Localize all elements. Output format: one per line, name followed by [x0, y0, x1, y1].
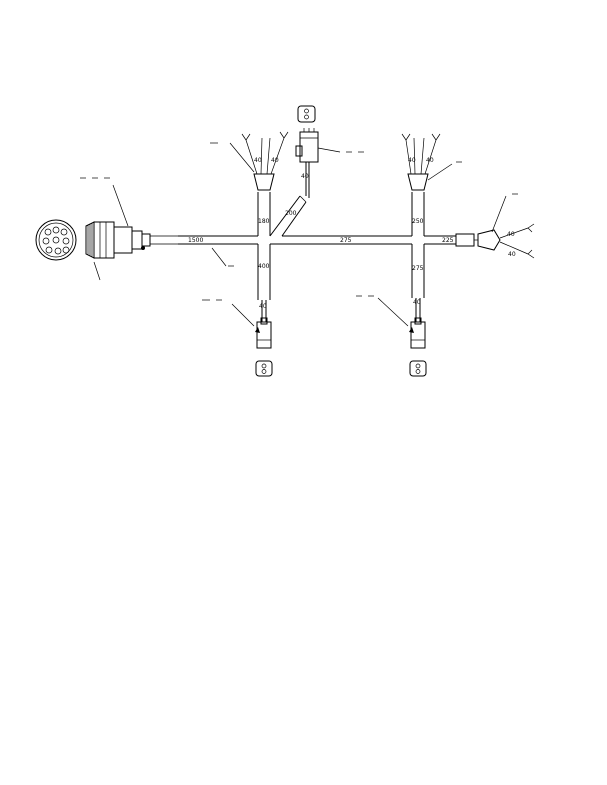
branch-connector	[295, 128, 364, 198]
connector-pins	[42, 226, 70, 255]
lower-connector-junction-1	[202, 299, 272, 349]
splice-boot-junction-1	[210, 131, 289, 191]
connector-grip-ribs	[87, 223, 93, 257]
j2-top-right-wire: 40	[426, 157, 434, 164]
end-lower-wire: 40	[508, 251, 516, 258]
connector-face-top	[297, 105, 316, 123]
j1-down-length: 400	[258, 263, 270, 270]
trunk-end-length: 225	[442, 237, 454, 244]
lower-connector-junction-2	[356, 295, 426, 349]
j2-down-connector-length: 40	[413, 299, 421, 306]
j1-top-left-wire: 40	[254, 157, 262, 164]
j2-top-left-wire: 40	[408, 157, 416, 164]
j1-down-connector-length: 40	[259, 303, 267, 310]
end-splice-connector	[455, 193, 535, 259]
junction-2	[411, 192, 425, 298]
j1-branch-length: 200	[285, 210, 297, 217]
splice-boot-junction-2	[401, 133, 462, 191]
branch-connector-length: 40	[301, 173, 309, 180]
connector-face-bottom-2	[409, 360, 427, 377]
trunk-main-length: 1500	[188, 237, 203, 244]
j1-up-length: 180	[258, 218, 270, 225]
trunk-middle-length: 275	[340, 237, 352, 244]
j2-up-length: 250	[412, 218, 424, 225]
connector-face-bottom-1	[255, 360, 273, 377]
main-trunk	[178, 235, 456, 267]
end-upper-wire: 40	[507, 231, 515, 238]
round-connector	[35, 177, 178, 281]
j2-down-length: 275	[412, 265, 424, 272]
junction-1	[257, 192, 307, 300]
j1-top-right-wire: 40	[271, 157, 279, 164]
